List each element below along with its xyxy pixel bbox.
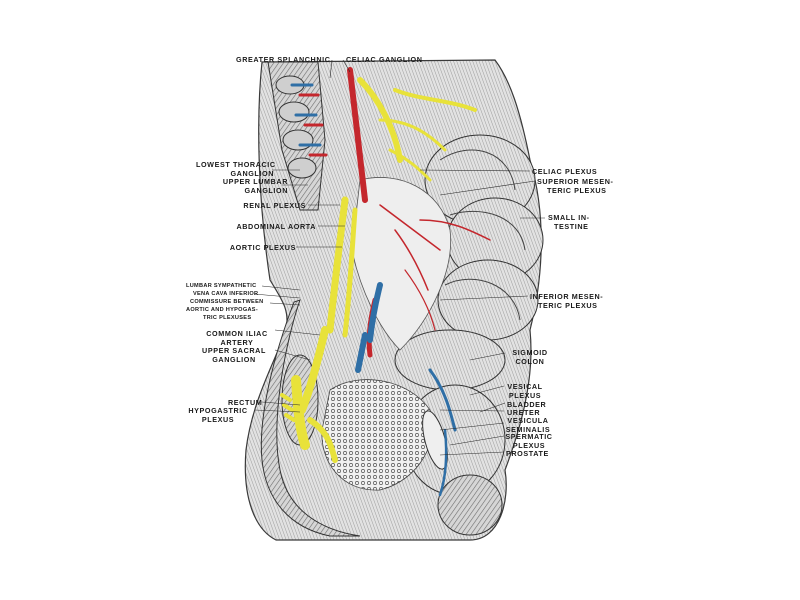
label-line: GANGLION [244,186,288,195]
label-tric-plexuses: TRIC PLEXUSES [203,315,252,321]
label-greater-splanchnic: GREATER SPLANCHNIC [236,55,331,64]
label-upper-lumbar-ganglion: UPPER LUMBAR GANGLION [216,177,288,195]
veins [290,83,457,497]
testis-shape [437,474,503,536]
label-small-intestine: SMALL IN- TESTINE [548,213,590,231]
label-inferior-mesenteric-plexus: INFERIOR MESEN- TERIC PLEXUS [530,292,603,310]
label-line: PLEXUS [508,391,542,400]
label-line: TERIC PLEXUS [547,186,607,195]
label-line: TERIC PLEXUS [538,301,598,310]
label-line: SMALL IN- [548,213,590,222]
label-lowest-thoracic-ganglion: LOWEST THORACIC GANGLION [196,160,276,178]
label-vesical-plexus: VESICAL PLEXUS [505,382,545,400]
label-line: VESICULA [507,416,549,425]
label-rectum: RECTUM [228,398,263,407]
label-superior-mesenteric-plexus: SUPERIOR MESEN- TERIC PLEXUS [537,177,614,195]
label-line: HYPOGASTRIC [188,406,248,415]
sigmoid-colon [394,329,506,391]
label-line: UPPER LUMBAR [222,177,288,186]
label-line: PLEXUS [512,441,546,450]
label-line: UPPER SACRAL [202,346,266,355]
label-line: TESTINE [554,222,589,231]
label-ureter: URETER [507,408,541,417]
label-line: COMMON ILIAC [206,329,268,338]
label-line: LOWEST THORACIC [196,160,276,169]
label-line: SIGMOID [512,348,548,357]
label-renal-plexus: RENAL PLEXUS [243,201,306,210]
label-line: SEMINALIS [505,425,551,434]
label-line: ARTERY [220,338,254,347]
label-lumbar-sympathetic: LUMBAR SYMPATHETIC [186,283,257,289]
label-line: SPERMATIC [505,432,553,441]
label-line: COLON [515,357,545,366]
label-line: INFERIOR MESEN- [530,292,604,301]
label-aortic-plexus: AORTIC PLEXUS [229,243,296,252]
label-line: SUPERIOR MESEN- [537,177,614,186]
label-sigmoid-colon: SIGMOID COLON [508,348,552,366]
label-line: GANGLION [212,355,256,364]
label-commissure-between: COMMISSURE BETWEEN [190,299,264,305]
label-line: GANGLION [230,169,274,178]
hypogastric-plexus-mesh [321,379,433,491]
label-hypogastric-plexus: HYPOGASTRIC PLEXUS [184,406,252,424]
label-prostate: PROSTATE [506,449,549,458]
label-common-iliac-artery: COMMON ILIAC ARTERY [200,329,274,347]
label-aortic-and-hypogas: AORTIC AND HYPOGAS- [186,307,258,313]
label-vena-cava-inferior: VENA CAVA INFERIOR [193,291,259,297]
label-abdominal-aorta: ABDOMINAL AORTA [236,222,316,231]
nerves [280,77,477,463]
label-spermatic-plexus: SPERMATIC PLEXUS [502,432,556,450]
pelvic-wall [260,299,361,537]
label-bladder: BLADDER [507,400,547,409]
label-celiac-plexus: CELIAC PLEXUS [532,167,598,176]
leader-lines [253,59,545,456]
label-celiac-ganglion: CELIAC GANGLION [346,55,423,64]
label-line: PLEXUS [201,415,235,424]
label-line: VESICAL [507,382,543,391]
label-upper-sacral-ganglion: UPPER SACRAL GANGLION [196,346,272,364]
label-vesicula-seminalis: VESICULA SEMINALIS [504,416,552,434]
